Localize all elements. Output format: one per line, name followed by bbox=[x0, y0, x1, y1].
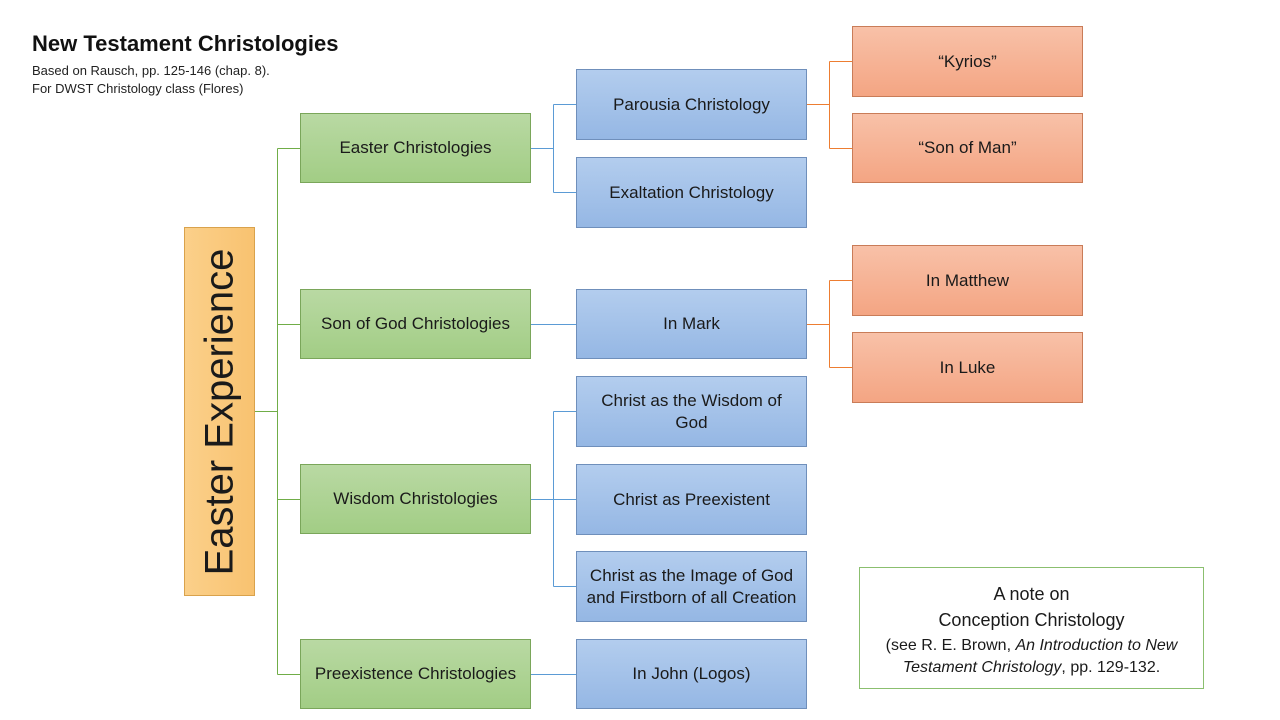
node-easter-christologies: Easter Christologies bbox=[300, 113, 531, 183]
node-christ-preexistent: Christ as Preexistent bbox=[576, 464, 807, 535]
node-wisdom-christologies: Wisdom Christologies bbox=[300, 464, 531, 534]
source-note: Based on Rausch, pp. 125-146 (chap. 8). bbox=[32, 63, 270, 78]
note-line-1: A note on bbox=[993, 584, 1070, 604]
node-son-of-man: “Son of Man” bbox=[852, 113, 1083, 183]
node-in-matthew: In Matthew bbox=[852, 245, 1083, 316]
note-line-2: Conception Christology bbox=[938, 610, 1125, 630]
node-preexistence-christologies: Preexistence Christologies bbox=[300, 639, 531, 709]
node-in-mark: In Mark bbox=[576, 289, 807, 359]
node-exaltation-christology: Exaltation Christology bbox=[576, 157, 807, 228]
node-in-john-logos: In John (Logos) bbox=[576, 639, 807, 709]
root-node-easter-experience: Easter Experience bbox=[184, 227, 255, 596]
conception-christology-note: A note on Conception Christology (see R.… bbox=[859, 567, 1204, 689]
node-christ-wisdom-of-god: Christ as the Wisdom of God bbox=[576, 376, 807, 447]
node-son-of-god-christologies: Son of God Christologies bbox=[300, 289, 531, 359]
note-citation-pages: , pp. 129-132. bbox=[1061, 659, 1161, 676]
node-christ-image-of-god: Christ as the Image of God and Firstborn… bbox=[576, 551, 807, 622]
class-note: For DWST Christology class (Flores) bbox=[32, 81, 244, 96]
note-citation-prefix: (see R. E. Brown, bbox=[885, 637, 1016, 654]
root-node-label: Easter Experience bbox=[197, 248, 241, 575]
node-in-luke: In Luke bbox=[852, 332, 1083, 403]
note-citation: (see R. E. Brown, An Introduction to New… bbox=[860, 635, 1203, 679]
diagram-title: New Testament Christologies bbox=[32, 31, 339, 56]
node-kyrios: “Kyrios” bbox=[852, 26, 1083, 97]
node-parousia-christology: Parousia Christology bbox=[576, 69, 807, 140]
note-citation-book-title: An Introduction to New Testament Christo… bbox=[902, 637, 1178, 676]
